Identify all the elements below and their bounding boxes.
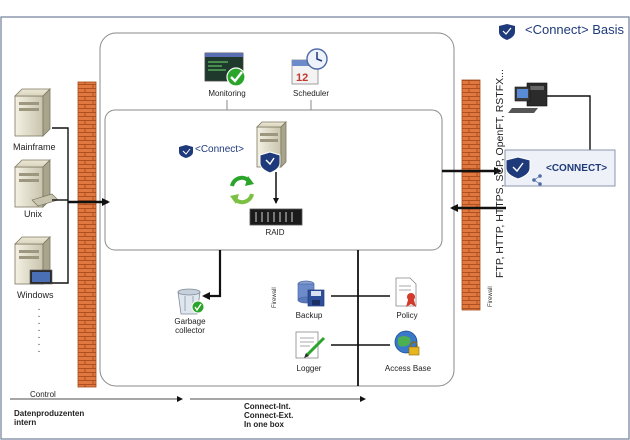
computer-icon	[508, 82, 548, 113]
monitoring-icon	[204, 52, 246, 87]
more-sources-dots: ·······	[37, 304, 41, 357]
producers-label-1: Datenproduzenten	[14, 409, 85, 418]
shield-icon	[505, 156, 531, 180]
policy-icon	[395, 277, 417, 307]
network-icon	[532, 174, 542, 186]
raid-label: RAID	[265, 228, 285, 237]
right-firewall-icon	[461, 79, 481, 311]
source-label-unix: Unix	[24, 209, 43, 219]
garbage-label-2: collector	[175, 326, 205, 335]
backup-label: Backup	[295, 311, 323, 320]
brand-text: <Connect> Basis	[524, 22, 624, 37]
box-label-3: In one box	[244, 420, 284, 429]
left-firewall-icon	[77, 81, 97, 388]
garbage-label-1: Garbage	[174, 317, 206, 326]
shield-icon	[179, 145, 193, 158]
control-label: Control	[30, 390, 56, 399]
server-icon	[14, 236, 53, 285]
svg-text:12: 12	[296, 72, 308, 84]
policy-label: Policy	[396, 311, 418, 320]
remote-brand-label: <CONNECT>	[546, 163, 608, 174]
source-label-windows: Windows	[17, 290, 54, 300]
access-base-label: Access Base	[384, 364, 432, 373]
outer-frame	[0, 16, 630, 440]
backup-icon	[297, 280, 325, 307]
remote-connect-box	[504, 149, 616, 187]
brand-title: <Connect> Basis	[508, 22, 624, 37]
firewall-label-left: Firewall	[272, 287, 278, 308]
source-label-mainframe: Mainframe	[13, 142, 56, 152]
raid-icon	[249, 208, 303, 226]
logger-label: Logger	[296, 364, 322, 373]
inner-brand-label: <Connect>	[195, 144, 244, 155]
firewall-label-right: Firewall	[488, 286, 494, 307]
scheduler-icon: 12	[291, 48, 328, 85]
box-label-2: Connect-Ext.	[244, 411, 294, 420]
server-icon	[14, 159, 59, 208]
monitoring-label: Monitoring	[208, 89, 246, 98]
shield-icon	[499, 24, 515, 40]
producers-label-2: intern	[14, 418, 37, 427]
logger-icon	[295, 331, 326, 359]
server-icon	[14, 88, 51, 137]
box-label-1: Connect-Int.	[244, 402, 291, 411]
refresh-icon	[230, 175, 254, 205]
scheduler-label: Scheduler	[292, 89, 330, 98]
connect-core-box	[104, 109, 443, 251]
protocols-label: FTP, HTTP, HTTPS, SCP, OpenFT, RSTFX...	[494, 69, 506, 278]
access-base-icon	[394, 330, 420, 356]
garbage-icon	[177, 288, 205, 315]
connect-server-icon	[256, 121, 287, 174]
